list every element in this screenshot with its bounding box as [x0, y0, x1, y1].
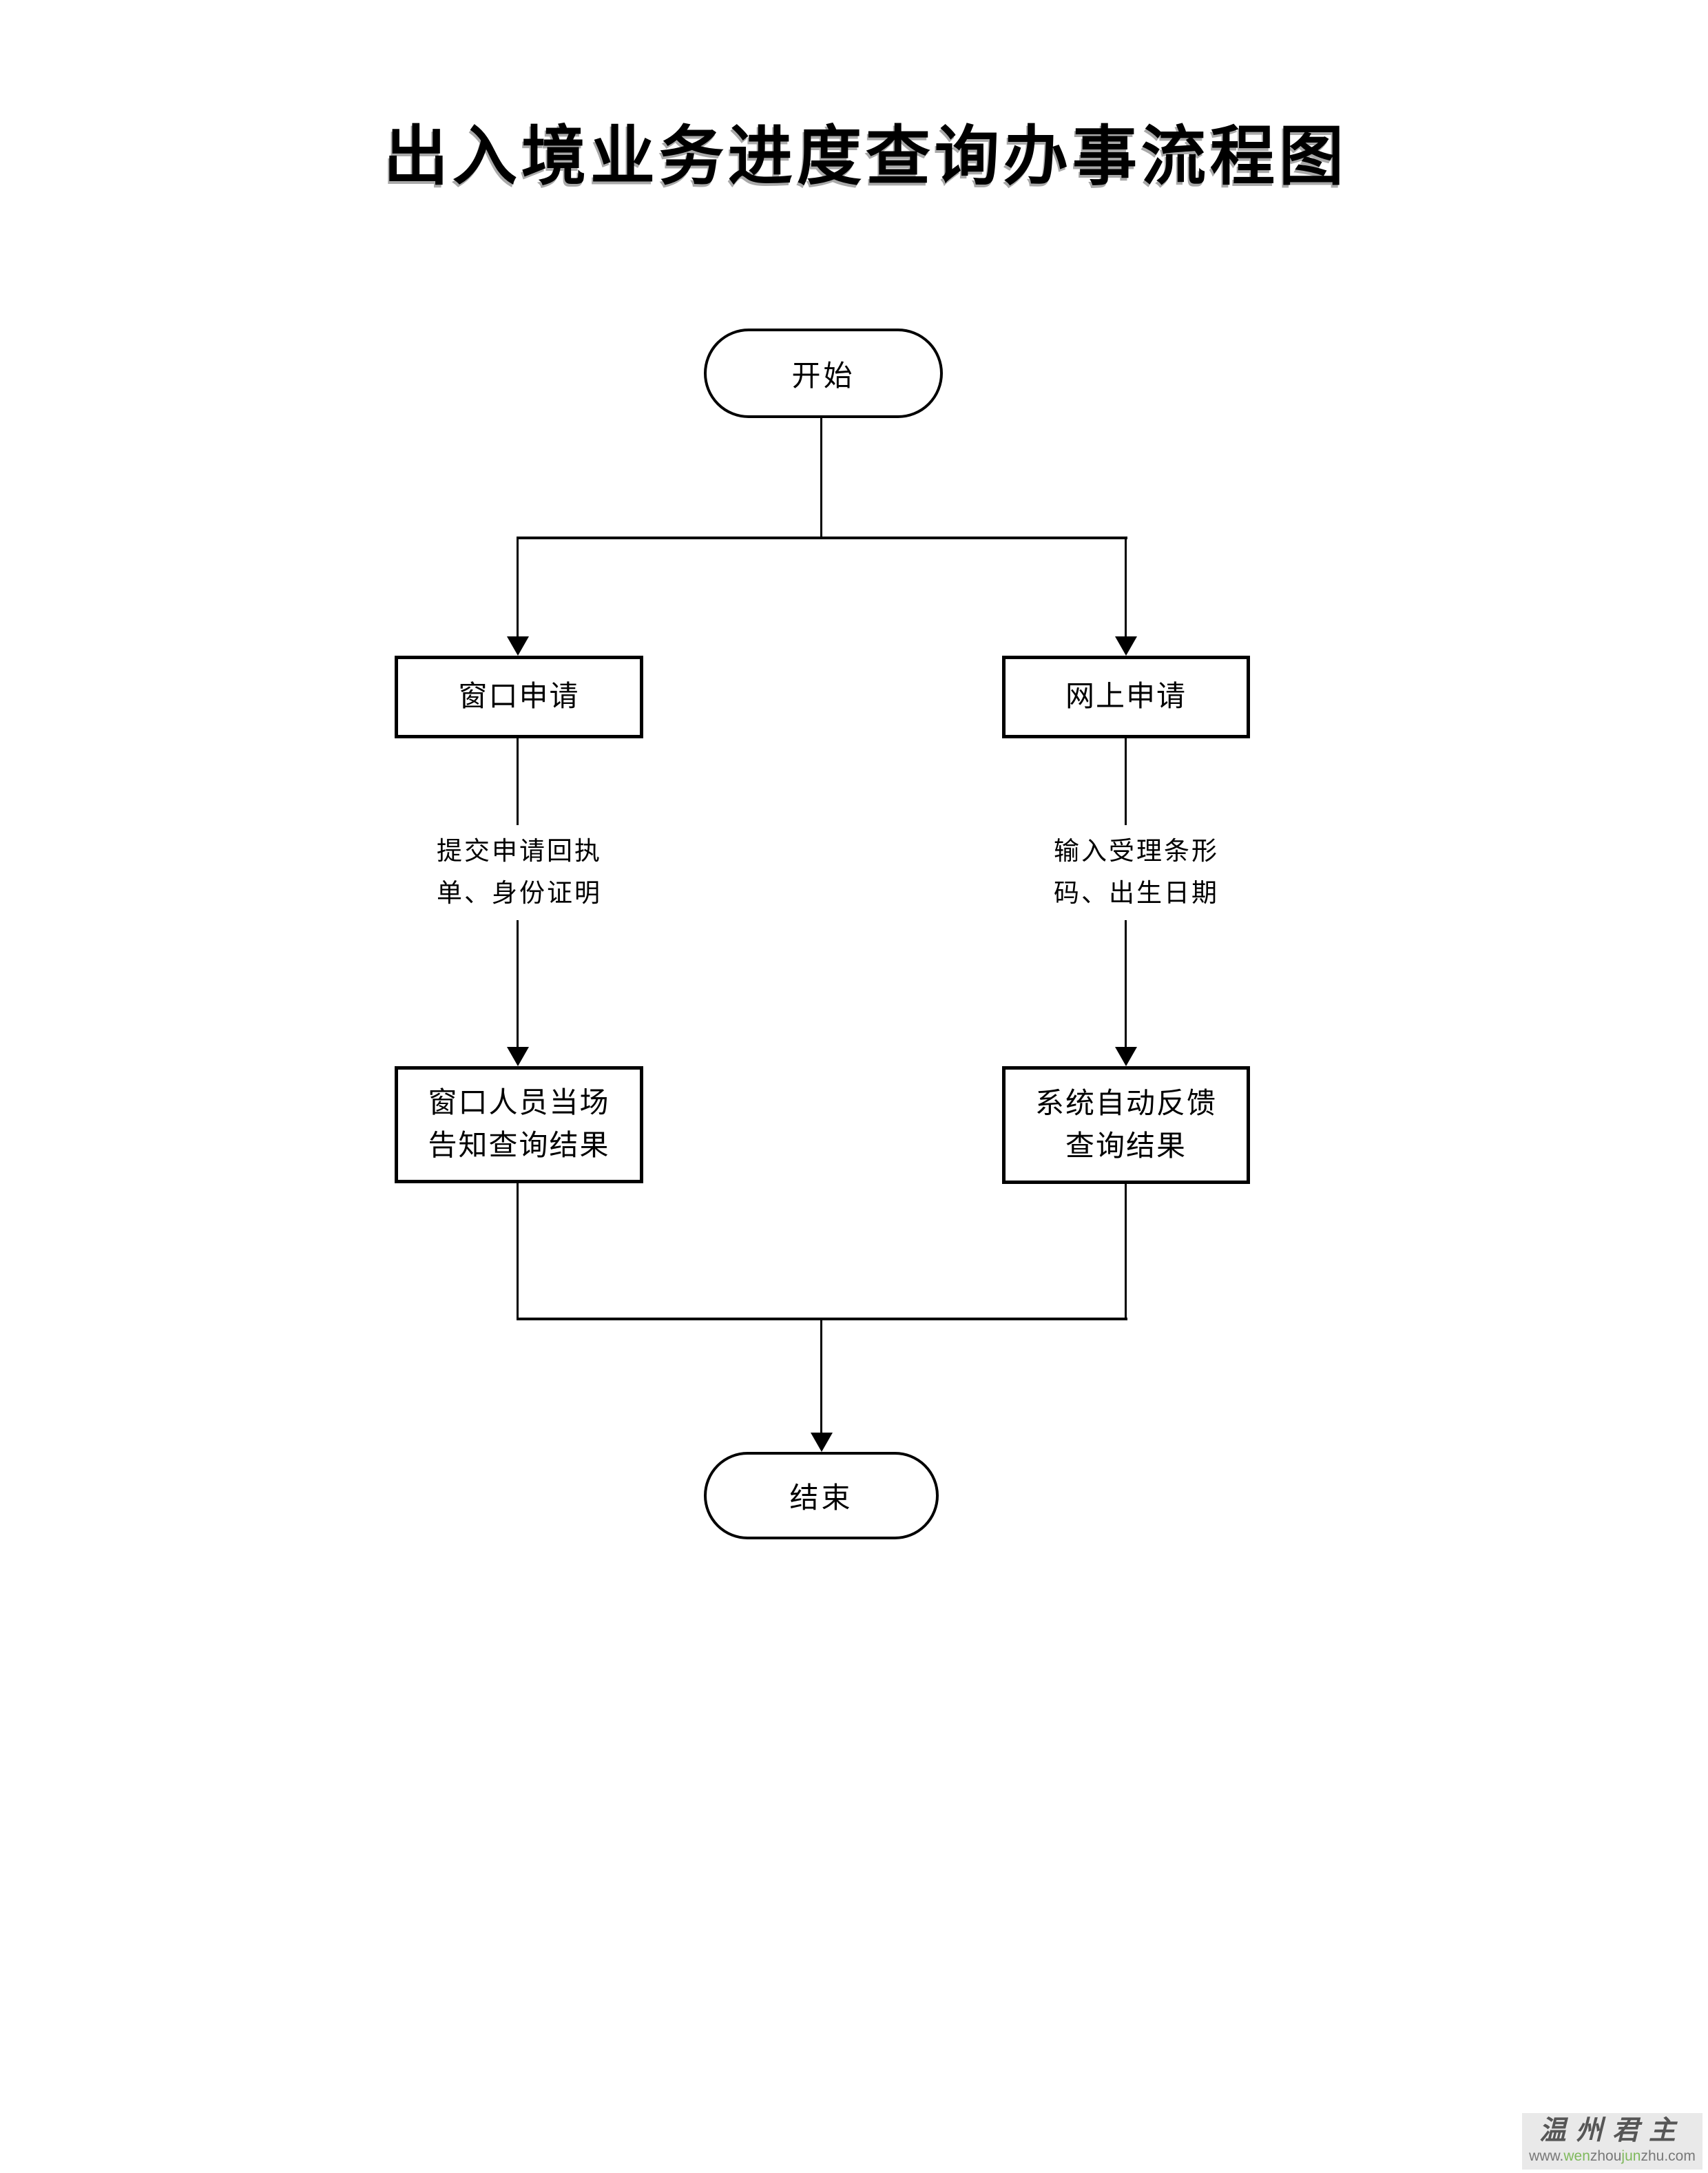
edge-window-result-to-merge [517, 1183, 519, 1319]
edge-label-window-submit: 提交申请回执 单、身份证明 [428, 825, 610, 920]
arrow-down-icon [1115, 1047, 1137, 1066]
flow-node-online-apply-label: 网上申请 [1065, 681, 1187, 713]
flow-node-window-result: 窗口人员当场 告知查询结果 [395, 1066, 643, 1183]
watermark-url-part: jun [1621, 2148, 1641, 2164]
flow-node-start: 开始 [704, 329, 943, 418]
flow-node-window-apply: 窗口申请 [395, 656, 643, 738]
arrow-down-icon [1115, 636, 1137, 656]
flow-node-start-label: 开始 [791, 360, 855, 393]
watermark: 温州君主 www.wenzhoujunzhu.com [1522, 2113, 1702, 2170]
watermark-url-part: www. [1529, 2148, 1564, 2164]
flow-node-end-label: 结束 [789, 1483, 853, 1515]
arrow-down-icon [811, 1433, 833, 1452]
edge-start-to-split [820, 418, 822, 538]
edge-label-online-input-line1: 输入受理条形 [1054, 838, 1219, 866]
flow-node-online-result-line2: 查询结果 [1065, 1130, 1187, 1163]
watermark-url-part: wen [1563, 2148, 1590, 2164]
edge-online-result-to-merge [1125, 1184, 1127, 1319]
flow-node-window-apply-label: 窗口申请 [458, 681, 580, 713]
edge-split-to-online-apply [1125, 537, 1127, 638]
flow-node-window-result-line1: 窗口人员当场 [428, 1088, 610, 1119]
flow-node-window-result-line2: 告知查询结果 [428, 1130, 610, 1162]
split-bar [517, 537, 1127, 539]
edge-label-online-input-line2: 码、出生日期 [1054, 880, 1219, 908]
flow-node-online-apply: 网上申请 [1002, 656, 1250, 738]
watermark-url-part: zhu [1641, 2148, 1665, 2164]
edge-label-window-submit-line1: 提交申请回执 [437, 838, 602, 866]
edge-split-to-window-apply [517, 537, 519, 638]
flow-node-end: 结束 [704, 1452, 939, 1539]
page-title: 出入境业务进度查询办事流程图 [383, 121, 1348, 193]
arrow-down-icon [507, 1047, 529, 1066]
edge-label-window-submit-line2: 单、身份证明 [437, 880, 602, 908]
watermark-url: www.wenzhoujunzhu.com [1522, 2148, 1702, 2165]
watermark-url-part: zhou [1590, 2148, 1622, 2164]
edge-label-online-input: 输入受理条形 码、出生日期 [1045, 825, 1227, 920]
watermark-logo-text: 温州君主 [1539, 2116, 1685, 2145]
edge-merge-to-end [820, 1319, 822, 1434]
watermark-url-part: .com [1664, 2148, 1696, 2164]
arrow-down-icon [507, 636, 529, 656]
flow-node-online-result-line1: 系统自动反馈 [1034, 1088, 1217, 1120]
flow-node-online-result: 系统自动反馈 查询结果 [1002, 1066, 1250, 1184]
